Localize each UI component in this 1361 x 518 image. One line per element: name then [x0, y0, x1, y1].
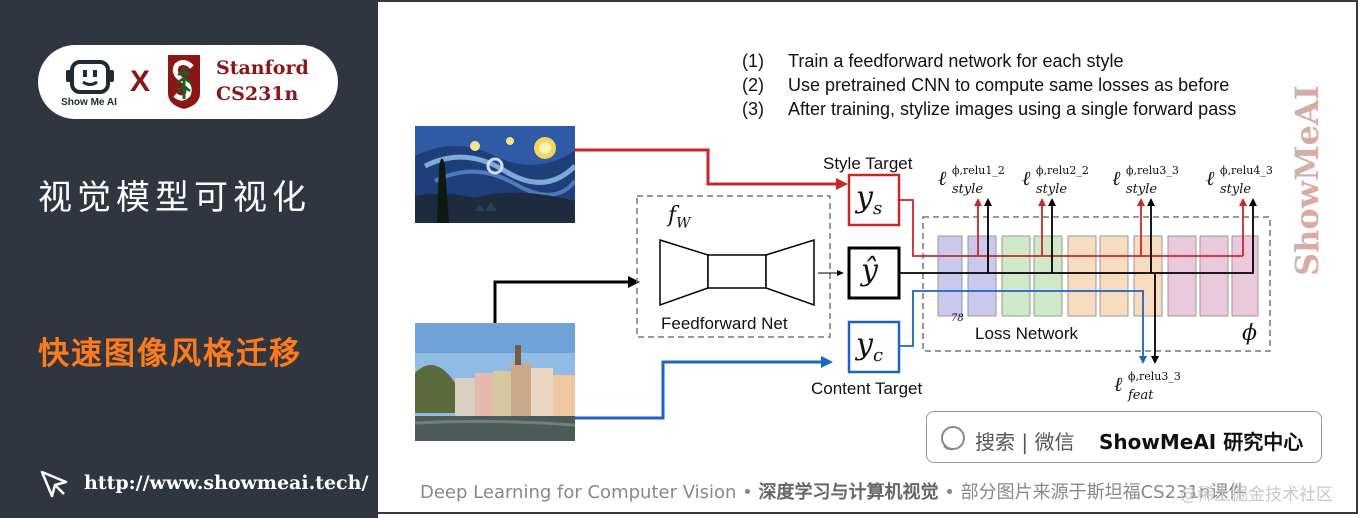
content-feature-line — [899, 290, 1147, 364]
encoder-decoder-shape — [659, 238, 815, 307]
platform-watermark: @稀土掘金技术社区 — [1180, 485, 1333, 505]
footer-source-note: 部分图片来源于斯坦福CS231n课件 — [960, 482, 1247, 503]
stanford-tree-logo-icon — [168, 55, 200, 109]
feedforward-net-label: Feedforward Net — [661, 314, 788, 333]
loss-style-term: ℓ ϕ,relu1_2 style — [938, 164, 1005, 197]
loss-layer — [1199, 235, 1229, 317]
content-target-label: Content Target — [811, 379, 923, 398]
loss-network-box — [922, 216, 1271, 352]
step-number: (3) — [742, 99, 764, 119]
step-text: Train a feedforward network for each sty… — [788, 51, 1124, 71]
step-number: (2) — [742, 75, 764, 95]
showmeai-logo-label: Show Me AI — [61, 97, 117, 108]
yc-box — [847, 320, 901, 374]
loss-layer — [1033, 235, 1063, 317]
loss-style-term: ℓ ϕ,relu4_3 style — [1206, 164, 1273, 197]
output-feature-arrowheads — [984, 198, 1257, 364]
feedforward-net-box — [636, 195, 831, 338]
step-number: (1) — [742, 51, 764, 71]
ys-symbol: ys — [856, 180, 883, 219]
output-feature-lines — [899, 204, 1254, 358]
step-text: Use pretrained CNN to compute same losse… — [788, 75, 1230, 95]
ff-to-yhat-arrow — [818, 270, 844, 276]
loss-layer — [1099, 235, 1129, 317]
step-item: (1) Train a feedforward network for each … — [742, 49, 1236, 73]
site-url-link[interactable]: http://www.showmeai.tech/ — [84, 472, 369, 494]
layer-number-label: 78 — [951, 313, 964, 324]
style-arrow — [575, 148, 848, 190]
loss-network-layers — [937, 235, 1259, 317]
loss-layer — [1001, 235, 1031, 317]
brand-logo-pill: Show Me AI X Stanford CS231n — [38, 45, 338, 119]
section-title: 视觉模型可视化 — [38, 178, 311, 218]
style-feature-lines — [899, 199, 1244, 257]
content-image-city — [415, 323, 575, 441]
search-icon — [941, 426, 965, 451]
showmeai-robot-icon — [66, 60, 114, 94]
stanford-name: Stanford — [216, 57, 309, 79]
step-item: (2) Use pretrained CNN to compute same lo… — [742, 73, 1236, 97]
search-placeholder: 搜索 | 微信 — [975, 430, 1075, 454]
footer-separator: • — [742, 482, 753, 503]
footer-course-cn: 深度学习与计算机视觉 — [758, 482, 939, 503]
brand-x-mark: X — [130, 65, 151, 98]
step-item: (3) After training, stylize images using … — [742, 97, 1236, 121]
loss-layer — [937, 235, 963, 317]
loss-layer — [1067, 235, 1097, 317]
loss-style-term: ℓ ϕ,relu3_3 style — [1112, 164, 1179, 197]
loss-layer — [1231, 235, 1259, 317]
steps-list: (1) Train a feedforward network for each … — [742, 49, 1236, 121]
search-brand: ShowMeAI 研究中心 — [1099, 430, 1304, 454]
sidebar: Show Me AI X Stanford CS231n 视觉模型可视化 快速图… — [0, 0, 378, 518]
footer-separator: • — [944, 482, 955, 503]
footer: Deep Learning for Computer Vision • 深度学习… — [420, 478, 1246, 504]
loss-feat-term: ℓ ϕ,relu3_3 feat — [1114, 370, 1181, 403]
loss-layer — [1133, 235, 1163, 317]
input-arrow — [493, 276, 640, 323]
step-text: After training, stylize images using a s… — [788, 99, 1237, 119]
phi-label: ϕ — [1242, 321, 1257, 346]
topic-title: 快速图像风格迁移 — [38, 336, 302, 372]
cursor-click-icon — [40, 470, 68, 498]
loss-layer — [967, 235, 997, 317]
stanford-course: CS231n — [216, 83, 299, 105]
style-image-starry-night — [415, 126, 575, 223]
fw-label: fW — [668, 203, 691, 232]
showmeai-watermark: ShowMeAI — [1290, 85, 1326, 276]
style-target-label: Style Target — [823, 154, 913, 173]
svg-text:ShowMeAI: ShowMeAI — [1290, 85, 1326, 276]
wechat-search-box[interactable]: 搜索 | 微信 ShowMeAI 研究中心 — [926, 411, 1322, 463]
ys-box — [847, 173, 901, 227]
style-feature-arrowheads — [974, 198, 1247, 206]
content-arrow — [575, 356, 833, 420]
yhat-symbol: ŷ — [861, 253, 878, 288]
footer-course-en: Deep Learning for Computer Vision — [420, 482, 737, 503]
loss-network-label: Loss Network — [975, 324, 1078, 343]
loss-style-term: ℓ ϕ,relu2_2 style — [1022, 164, 1089, 197]
style-transfer-diagram — [493, 148, 1271, 420]
loss-layer — [1167, 235, 1197, 317]
yc-symbol: yc — [856, 327, 884, 366]
slide-frame — [378, 0, 1358, 514]
